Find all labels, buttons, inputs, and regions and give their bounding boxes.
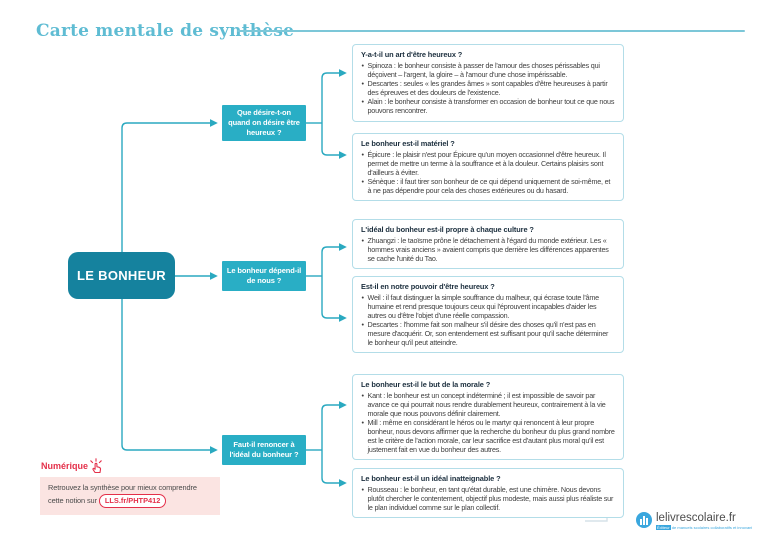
click-hand-icon bbox=[90, 458, 102, 474]
branch-node-depend: Le bonheur dépend-il de nous ? bbox=[222, 261, 306, 291]
card-bullet: Kant : le bonheur est un concept indéter… bbox=[361, 391, 615, 418]
topic-card-ideal-inatteignable: Le bonheur est-il un idéal inatteignable… bbox=[352, 468, 624, 518]
root-node-le-bonheur: LE BONHEUR bbox=[68, 252, 175, 299]
card-title: L'idéal du bonheur est-il propre à chaqu… bbox=[361, 225, 534, 234]
card-bullet: Spinoza : le bonheur consiste à passer d… bbox=[361, 61, 615, 79]
card-bullet: Descartes : l'homme fait son malheur s'i… bbox=[361, 320, 615, 347]
branch-node-desir: Que désire-t-on quand on désire être heu… bbox=[222, 105, 306, 141]
city-logo-icon bbox=[636, 512, 652, 528]
card-bullet-list: Zhuangzi : le taoïsme prône le détacheme… bbox=[361, 236, 615, 263]
card-bullet: Sénèque : il faut tirer son bonheur de c… bbox=[361, 177, 615, 195]
card-bullet-list: Kant : le bonheur est un concept indéter… bbox=[361, 391, 615, 454]
card-bullet-list: Épicure : le plaisir n'est pour Épicure … bbox=[361, 150, 615, 195]
card-title: Y-a-t-il un art d'être heureux ? bbox=[361, 50, 463, 59]
topic-card-bonheur-materiel: Le bonheur est-il matériel ? Épicure : l… bbox=[352, 133, 624, 201]
card-title: Est-il en notre pouvoir d'être heureux ? bbox=[361, 282, 495, 291]
card-bullet-list: Spinoza : le bonheur consiste à passer d… bbox=[361, 61, 615, 115]
card-bullet-list: Weil : il faut distinguer la simple souf… bbox=[361, 293, 615, 347]
card-bullet: Zhuangzi : le taoïsme prône le détacheme… bbox=[361, 236, 615, 263]
card-title: Le bonheur est-il le but de la morale ? bbox=[361, 380, 491, 389]
numerique-note: Retrouvez la synthèse pour mieux compren… bbox=[40, 477, 220, 515]
card-bullet: Mill : même en considérant le héros ou l… bbox=[361, 418, 615, 454]
topic-card-art-etre-heureux: Y-a-t-il un art d'être heureux ? Spinoza… bbox=[352, 44, 624, 122]
numerique-text: Retrouvez la synthèse pour mieux compren… bbox=[48, 483, 197, 505]
card-title: Le bonheur est-il matériel ? bbox=[361, 139, 455, 148]
publisher-logo: lelivrescolaire.fr Éditeur de manuels sc… bbox=[636, 512, 752, 530]
topic-card-but-morale: Le bonheur est-il le but de la morale ? … bbox=[352, 374, 624, 460]
card-bullet: Épicure : le plaisir n'est pour Épicure … bbox=[361, 150, 615, 177]
card-bullet: Descartes : seules « les grandes âmes » … bbox=[361, 79, 615, 97]
card-bullet: Alain : le bonheur consiste à transforme… bbox=[361, 97, 615, 115]
brand-tagline: Éditeur de manuels scolaires collaborati… bbox=[656, 524, 752, 530]
card-bullet-list: Rousseau : le bonheur, en tant qu'état d… bbox=[361, 485, 615, 512]
topic-card-culture: L'idéal du bonheur est-il propre à chaqu… bbox=[352, 219, 624, 269]
lls-code-link[interactable]: LLS.fr/PHTP412 bbox=[98, 493, 167, 509]
card-bullet: Weil : il faut distinguer la simple souf… bbox=[361, 293, 615, 320]
page-title: Carte mentale de synthèse bbox=[36, 21, 295, 41]
card-title: Le bonheur est-il un idéal inatteignable… bbox=[361, 474, 501, 483]
header-rule bbox=[237, 30, 745, 32]
numerique-label: Numérique bbox=[41, 461, 89, 471]
card-bullet: Rousseau : le bonheur, en tant qu'état d… bbox=[361, 485, 615, 512]
brand-name: lelivrescolaire.fr bbox=[656, 512, 736, 524]
branch-node-renoncer: Faut-il renoncer à l'idéal du bonheur ? bbox=[222, 435, 306, 465]
topic-card-pouvoir: Est-il en notre pouvoir d'être heureux ?… bbox=[352, 276, 624, 353]
